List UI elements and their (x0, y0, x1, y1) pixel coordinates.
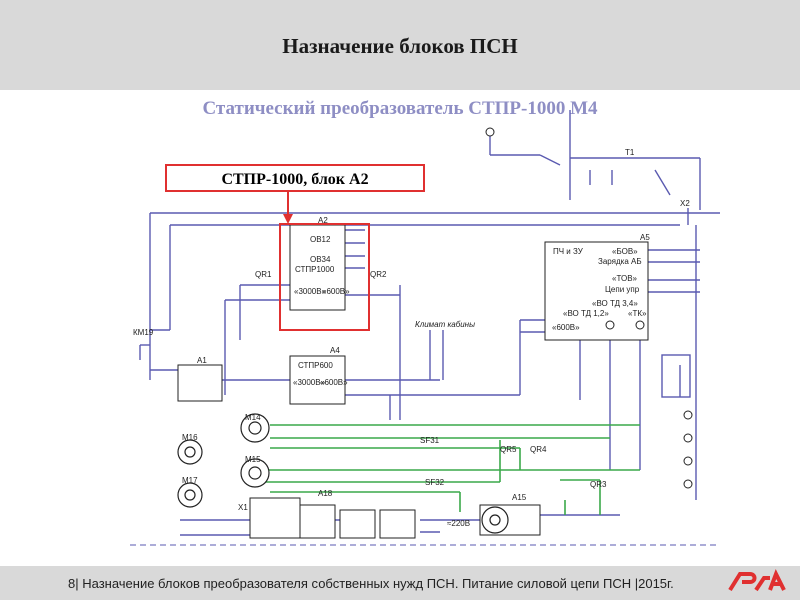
motor-m15: М15 (245, 455, 261, 464)
block-a4-name: СТПР600 (298, 361, 333, 370)
block-a5-row-tk: «ТК» (628, 309, 647, 318)
switch-qr3: QR3 (590, 480, 607, 489)
footer-bar (0, 566, 800, 600)
block-a4-row-600: «600В» (320, 378, 348, 387)
block-a5-row-control: Цепи упр (605, 285, 640, 294)
block-a5-ref: A5 (640, 233, 650, 242)
block-a5-row-tov: «ТОВ» (612, 274, 638, 283)
block-a2-highlight (279, 223, 370, 331)
block-a18-ref: A18 (318, 489, 333, 498)
slide-title: Назначение блоков ПСН (282, 34, 518, 58)
block-a5-row-vo12: «ВО ТД 1,2» (563, 309, 609, 318)
relay-t1: Т1 (625, 148, 635, 157)
block-a5-row-charge: Зарядка АБ (598, 257, 642, 266)
rzd-logo-icon (728, 569, 786, 592)
switch-qr2: QR2 (370, 270, 387, 279)
switch-sf31: SF31 (420, 436, 440, 445)
switch-qr1: QR1 (255, 270, 272, 279)
block-a2-name: СТПР1000 (295, 265, 335, 274)
block-a2-row-3000: «3000В» (294, 287, 327, 296)
block-a2-ref: A2 (318, 216, 328, 225)
voltage-label: ≈220В (447, 519, 470, 528)
motor-m17: М17 (182, 476, 198, 485)
switch-qr5: QR5 (500, 445, 517, 454)
footer-text: 8| Назначение блоков преобразователя соб… (68, 576, 674, 591)
block-a2-row-600: «600В» (322, 287, 350, 296)
relay-x1: X1 (238, 503, 248, 512)
block-a5-row-600: «600В» (552, 323, 580, 332)
motor-m14: М14 (245, 413, 261, 422)
block-a5-row-bov: «БОВ» (612, 247, 638, 256)
relay-km19: КМ19 (133, 328, 154, 337)
block-a5-name: ПЧ и ЗУ (553, 247, 584, 256)
block-a4-ref: A4 (330, 346, 340, 355)
relay-x2: X2 (680, 199, 690, 208)
block-a2-row-ov34: ОВ34 (310, 255, 331, 264)
callout-arrow-head (283, 214, 293, 224)
header-bar (0, 0, 800, 90)
block-a2-row-ov12: ОВ12 (310, 235, 331, 244)
block-a1-ref: A1 (197, 356, 207, 365)
block-a4-row-3000: «3000В» (293, 378, 326, 387)
switch-sf32: SF32 (425, 478, 445, 487)
slide-subtitle: Статический преобразователь СТПР-1000 М4 (202, 98, 598, 119)
block-a15-ref: A15 (512, 493, 527, 502)
motor-m16: М16 (182, 433, 198, 442)
block-a5-row-vo34: «ВО ТД 3,4» (592, 299, 638, 308)
block-callout: СТПР-1000, блок А2 (165, 164, 425, 192)
switch-qr4: QR4 (530, 445, 547, 454)
climate-label: Климат кабины (415, 320, 475, 329)
